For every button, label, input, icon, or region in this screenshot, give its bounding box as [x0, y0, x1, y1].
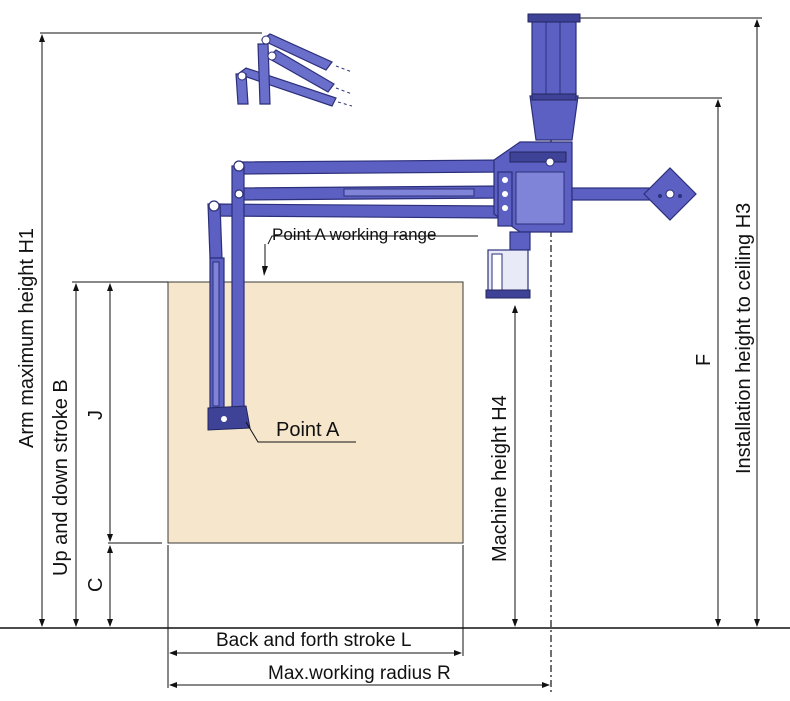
label-arm-max-height-h1: Arm maximum height H1 [16, 228, 38, 448]
machine-head [485, 141, 697, 299]
dimension-b [72, 281, 168, 627]
dimension-h4 [512, 305, 518, 627]
label-dimension-f: F [693, 354, 715, 366]
label-machine-height-h4: Machine height H4 [489, 395, 511, 562]
working-range-arrowhead [262, 266, 268, 276]
label-dimension-j: J [85, 410, 107, 420]
raised-arm-ghost [235, 33, 353, 107]
label-up-down-stroke-b: Up and down stroke B [50, 379, 72, 576]
label-point-a-working-range: Point A working range [272, 225, 436, 244]
dimension-r [169, 682, 550, 688]
label-dimension-c: C [85, 578, 107, 592]
dimension-l [167, 545, 464, 688]
dimension-h1 [39, 32, 262, 627]
point-a-leader [245, 421, 356, 443]
label-point-a: Point A [276, 419, 340, 441]
dimension-f [578, 97, 722, 627]
dimension-c [107, 545, 113, 627]
dimension-h3 [578, 17, 762, 627]
working-range-leader [267, 235, 478, 245]
label-back-forth-stroke-l: Back and forth stroke L [216, 630, 411, 651]
label-installation-height-h3: Installation height to ceiling H3 [733, 203, 755, 474]
label-max-working-radius-r: Max.working radius R [268, 663, 451, 684]
machine-column [527, 13, 581, 141]
dimension-j [107, 283, 162, 544]
